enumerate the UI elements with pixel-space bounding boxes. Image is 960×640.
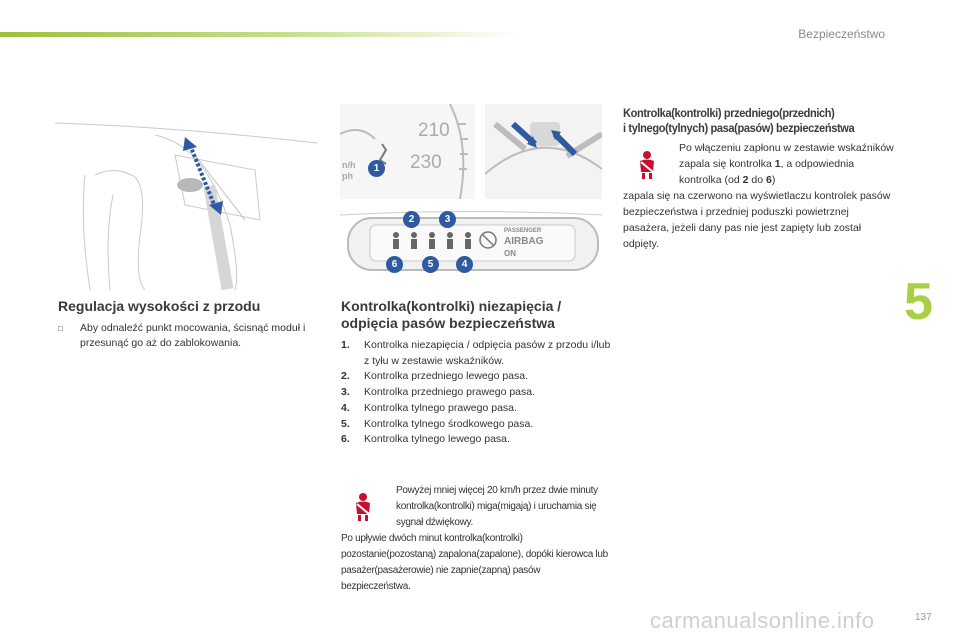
- square-bullet-icon: □: [58, 324, 63, 333]
- blinking-note: Powyżej mniej więcej 20 km/h przez dwie …: [396, 485, 598, 528]
- callout-badge-6: 6: [386, 256, 403, 273]
- seatbelt-warning-icon: [356, 493, 370, 521]
- list-item-text: Kontrolka niezapięcia / odpięcia pasów z…: [364, 339, 611, 367]
- para-text: Po włączeniu zapłonu w zestawie wskaźnik…: [679, 142, 894, 170]
- lamp-ref-6: 6: [765, 174, 772, 186]
- list-item-number: 1.: [341, 339, 350, 351]
- red-lamp-paragraph: zapala się na czerwono na wyświetlaczu k…: [623, 190, 891, 250]
- callout-badge-2: 2: [403, 211, 420, 228]
- list-item-text: Kontrolka tylnego lewego pasa.: [364, 433, 510, 446]
- list-item-text: Kontrolka tylnego środkowego pasa.: [364, 417, 534, 430]
- height-adjust-text: Aby odnaleźć punkt mocowania, ścisnąć mo…: [80, 322, 306, 349]
- list-item-text: Kontrolka przedniego lewego pasa.: [364, 370, 529, 383]
- list-item: 5. Kontrolka tylnego środkowego pasa.: [341, 417, 611, 433]
- para-text: , a odpowiednia kontrolka (od: [679, 158, 855, 186]
- ignition-paragraph: Po włączeniu zapłonu w zestawie wskaźnik…: [679, 140, 899, 188]
- para-text: do: [748, 174, 766, 186]
- warning-lamps-heading: Kontrolka(kontrolki) niezapięcia / odpię…: [341, 298, 562, 331]
- list-item: 6. Kontrolka tylnego lewego pasa.: [341, 432, 611, 448]
- watermark: carmanualsonline.info: [650, 608, 875, 633]
- warning-lamps-list: 1. Kontrolka niezapięcia / odpięcia pasów…: [341, 338, 611, 448]
- speed-label-230: 230: [410, 152, 442, 173]
- heading-line-2: i tylnego(tylnych) pasa(pasów) bezpiecze…: [623, 121, 855, 135]
- height-adjust-heading: Regulacja wysokości z przodu: [58, 298, 261, 314]
- unit-mph-label: ph: [342, 171, 353, 181]
- steady-note: Po upływie dwóch minut kontrolka(kontrol…: [341, 533, 608, 592]
- list-item-number: 2.: [341, 370, 350, 383]
- list-item-text: Kontrolka tylnego prawego pasa.: [364, 401, 517, 414]
- callout-badge-3: 3: [439, 211, 456, 228]
- callout-badge-1: 1: [368, 160, 385, 177]
- list-item-number: 5.: [341, 417, 350, 430]
- callout-badge-5: 5: [422, 256, 439, 273]
- seatbelt-panel-illustration: 2 3 6 5 4 PASSENGER AIRBAG ON: [340, 210, 602, 285]
- passenger-label: PASSENGER: [504, 228, 542, 234]
- page-number: 137: [915, 612, 932, 623]
- list-item-number: 4.: [341, 401, 350, 414]
- height-adjust-instruction: □ Aby odnaleźć punkt mocowania, ścisnąć …: [58, 321, 328, 351]
- list-item: 4. Kontrolka tylnego prawego pasa.: [341, 401, 611, 417]
- para-text: ): [771, 174, 776, 186]
- lamp-ref-2: 2: [742, 174, 749, 186]
- heading-line-1: Kontrolka(kontrolki) przedniego(przednic…: [623, 106, 835, 120]
- list-item-text: Kontrolka przedniego prawego pasa.: [364, 386, 536, 399]
- seatbelt-height-illustration: [55, 122, 318, 290]
- header-accent-bar: [0, 32, 520, 37]
- list-item: 1. Kontrolka niezapięcia / odpięcia pasów…: [341, 338, 611, 369]
- speed-label-210: 210: [418, 120, 450, 141]
- on-label: ON: [504, 249, 516, 258]
- list-item: 2. Kontrolka przedniego lewego pasa.: [341, 369, 611, 385]
- overhead-console-illustration: [485, 104, 602, 199]
- seatbelt-warning-icon: [640, 151, 654, 179]
- instrument-cluster-illustration: 210 230 n/h ph 1: [340, 104, 475, 199]
- callout-badge-4: 4: [456, 256, 473, 273]
- unit-kmh-label: n/h: [342, 160, 356, 170]
- section-title: Bezpieczeństwo: [798, 27, 885, 41]
- chapter-number: 5: [904, 273, 933, 331]
- list-item-number: 6.: [341, 433, 350, 446]
- airbag-label: AIRBAG: [504, 236, 544, 247]
- front-rear-lamps-heading: Kontrolka(kontrolki) przedniego(przednic…: [623, 106, 881, 136]
- list-item-number: 3.: [341, 386, 350, 399]
- lamp-ref-1: 1: [774, 158, 781, 170]
- list-item: 3. Kontrolka przedniego prawego pasa.: [341, 385, 611, 401]
